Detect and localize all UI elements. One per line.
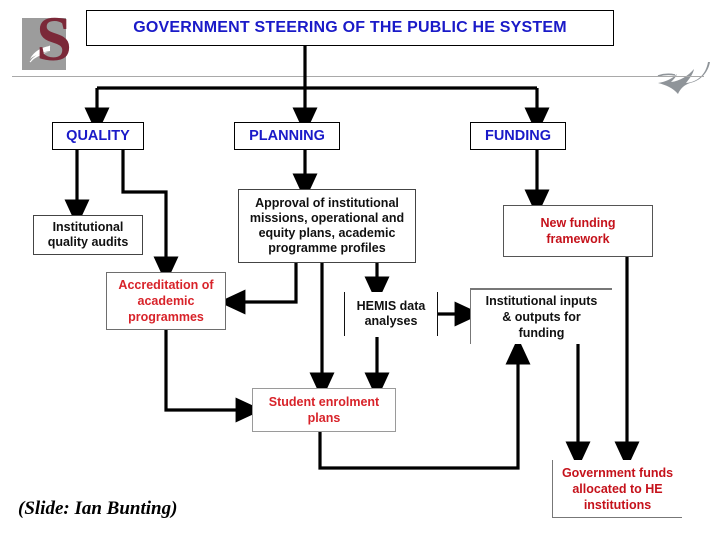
node-quality-audits-line2: quality audits — [47, 235, 129, 249]
node-funding[interactable]: FUNDING — [470, 122, 566, 150]
node-planning-label: PLANNING — [249, 128, 325, 144]
slide-attribution-caption: (Slide: Ian Bunting) — [18, 498, 178, 519]
node-govt-funds-line1: Government funds — [561, 465, 674, 480]
node-planning[interactable]: PLANNING — [234, 122, 340, 150]
node-quality[interactable]: QUALITY — [52, 122, 144, 150]
node-approval-line1: Approval of institutional — [255, 196, 399, 210]
node-inst-inputs-line1: Institutional inputs — [485, 294, 598, 308]
node-govt-funds-line2: allocated to HE — [572, 481, 663, 496]
header-divider — [12, 76, 704, 77]
node-inst-inputs-line3: funding — [518, 326, 565, 340]
node-government-funds-allocated[interactable]: Government funds allocated to HE institu… — [552, 460, 682, 518]
node-hemis-line1: HEMIS data — [356, 299, 426, 313]
node-approval-line3: equity plans, academic — [258, 226, 396, 240]
node-institutional-inputs-outputs[interactable]: Institutional inputs & outputs for fundi… — [470, 288, 612, 344]
logo-letter-s: S — [36, 3, 72, 74]
node-inst-inputs-line2: & outputs for — [502, 310, 581, 324]
node-student-enrolment-plans[interactable]: Student enrolment plans — [252, 388, 396, 432]
node-accreditation-line2: academic — [137, 294, 195, 308]
node-quality-audits-line1: Institutional — [52, 220, 124, 234]
node-new-funding-framework[interactable]: New funding framework — [503, 205, 653, 257]
node-enrolment-line2: plans — [307, 411, 341, 425]
slide-title-text: GOVERNMENT STEERING OF THE PUBLIC HE SYS… — [133, 19, 567, 36]
node-quality-label: QUALITY — [66, 128, 130, 144]
node-accreditation-of-programmes[interactable]: Accreditation of academic programmes — [106, 272, 226, 330]
node-funding-label: FUNDING — [484, 128, 552, 144]
node-approval-line2: missions, operational and — [249, 211, 405, 225]
logo-gray-square — [22, 18, 66, 70]
logo-leaf-icon — [29, 45, 51, 63]
node-new-funding-line1: New funding — [540, 216, 616, 230]
node-new-funding-line2: framework — [546, 232, 610, 246]
stellenbosch-s-leaf-logo: S — [16, 4, 82, 74]
leaf-flourish-icon — [657, 62, 710, 94]
node-govt-funds-line3: institutions — [583, 497, 652, 512]
node-institutional-quality-audits[interactable]: Institutional quality audits — [33, 215, 143, 255]
slide-title-box: GOVERNMENT STEERING OF THE PUBLIC HE SYS… — [86, 10, 614, 46]
node-hemis-data-analyses[interactable]: HEMIS data analyses — [344, 292, 438, 336]
node-accreditation-line3: programmes — [128, 310, 204, 324]
node-accreditation-line1: Accreditation of — [118, 278, 214, 292]
node-enrolment-line1: Student enrolment — [268, 395, 380, 409]
node-approval-of-missions[interactable]: Approval of institutional missions, oper… — [238, 189, 416, 263]
node-approval-line4: programme profiles — [268, 241, 386, 255]
node-hemis-line2: analyses — [364, 314, 418, 328]
